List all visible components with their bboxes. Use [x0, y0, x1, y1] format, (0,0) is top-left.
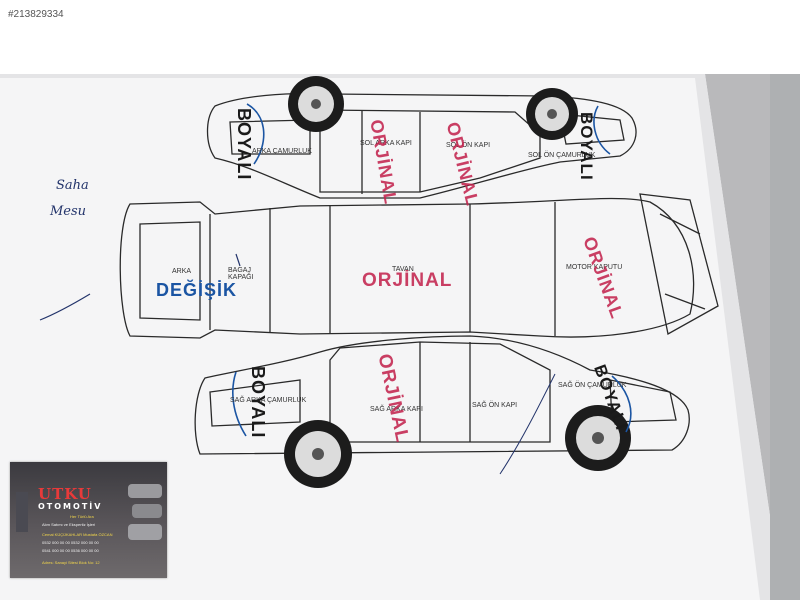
card-text: Cemal KÜÇÜKAHLAR Mustafa ÖZCAN	[42, 532, 113, 537]
part-label: SAĞ ÖN ÇAMURLUK	[558, 382, 627, 389]
part-label: ARKA ÇAMURLUK	[252, 148, 312, 155]
dealer-name: UTKU	[38, 485, 92, 503]
card-text: Adres: Sanayi Sitesi Blok No: 12	[42, 560, 100, 565]
listing-id: #213829334	[8, 9, 64, 20]
stamp-boyali: BOYALI	[577, 112, 596, 181]
stamp-boyali: BOYALI	[248, 366, 268, 439]
part-label: BAGAJ KAPAĞI	[228, 267, 254, 281]
card-text: Alım Satımı ve Ekspertiz İşleri	[42, 522, 96, 527]
handwriting-note: Saha	[56, 178, 89, 193]
part-label: SOL ÖN ÇAMURLUK	[528, 152, 596, 159]
part-label: SOL ARKA KAPI	[360, 140, 412, 147]
part-label: SOL ÖN KAPI	[446, 142, 491, 149]
part-label: SAĞ ARKA ÇAMURLUK	[230, 397, 307, 404]
bottom-wheels	[284, 405, 631, 488]
plan-view	[119, 193, 719, 339]
part-label: MOTOR KAPUTU	[566, 264, 623, 271]
part-label: SAĞ ÖN KAPI	[472, 402, 518, 409]
part-label: TAVAN	[392, 266, 414, 273]
card-text: 0541 000 00 00 0536 000 00 00	[42, 548, 99, 553]
card-text: 0532 000 00 00 0532 000 00 00	[42, 540, 99, 545]
dealer-subtitle: OTOMOTİV	[38, 502, 103, 511]
stamp-degisik: DEĞİŞİK	[156, 280, 238, 300]
stamp-boyali: BOYALI	[234, 108, 254, 181]
part-label: ARKA	[172, 268, 192, 275]
dealer-business-card: UTKU OTOMOTİV Her Türlü Ara Alım Satımı …	[10, 462, 167, 578]
card-text: Her Türlü Ara	[70, 514, 94, 519]
card-car-graphics	[16, 484, 162, 540]
stamp-orjinal: ORJİNAL	[362, 270, 453, 291]
part-label: SAĞ ARKA KAPI	[370, 406, 423, 413]
top-wheels	[288, 76, 578, 140]
handwriting-note: Mesu	[50, 204, 87, 219]
car-damage-photo: ARKA ÇAMURLUK SOL ARKA KAPI SOL ÖN KAPI …	[0, 74, 800, 600]
